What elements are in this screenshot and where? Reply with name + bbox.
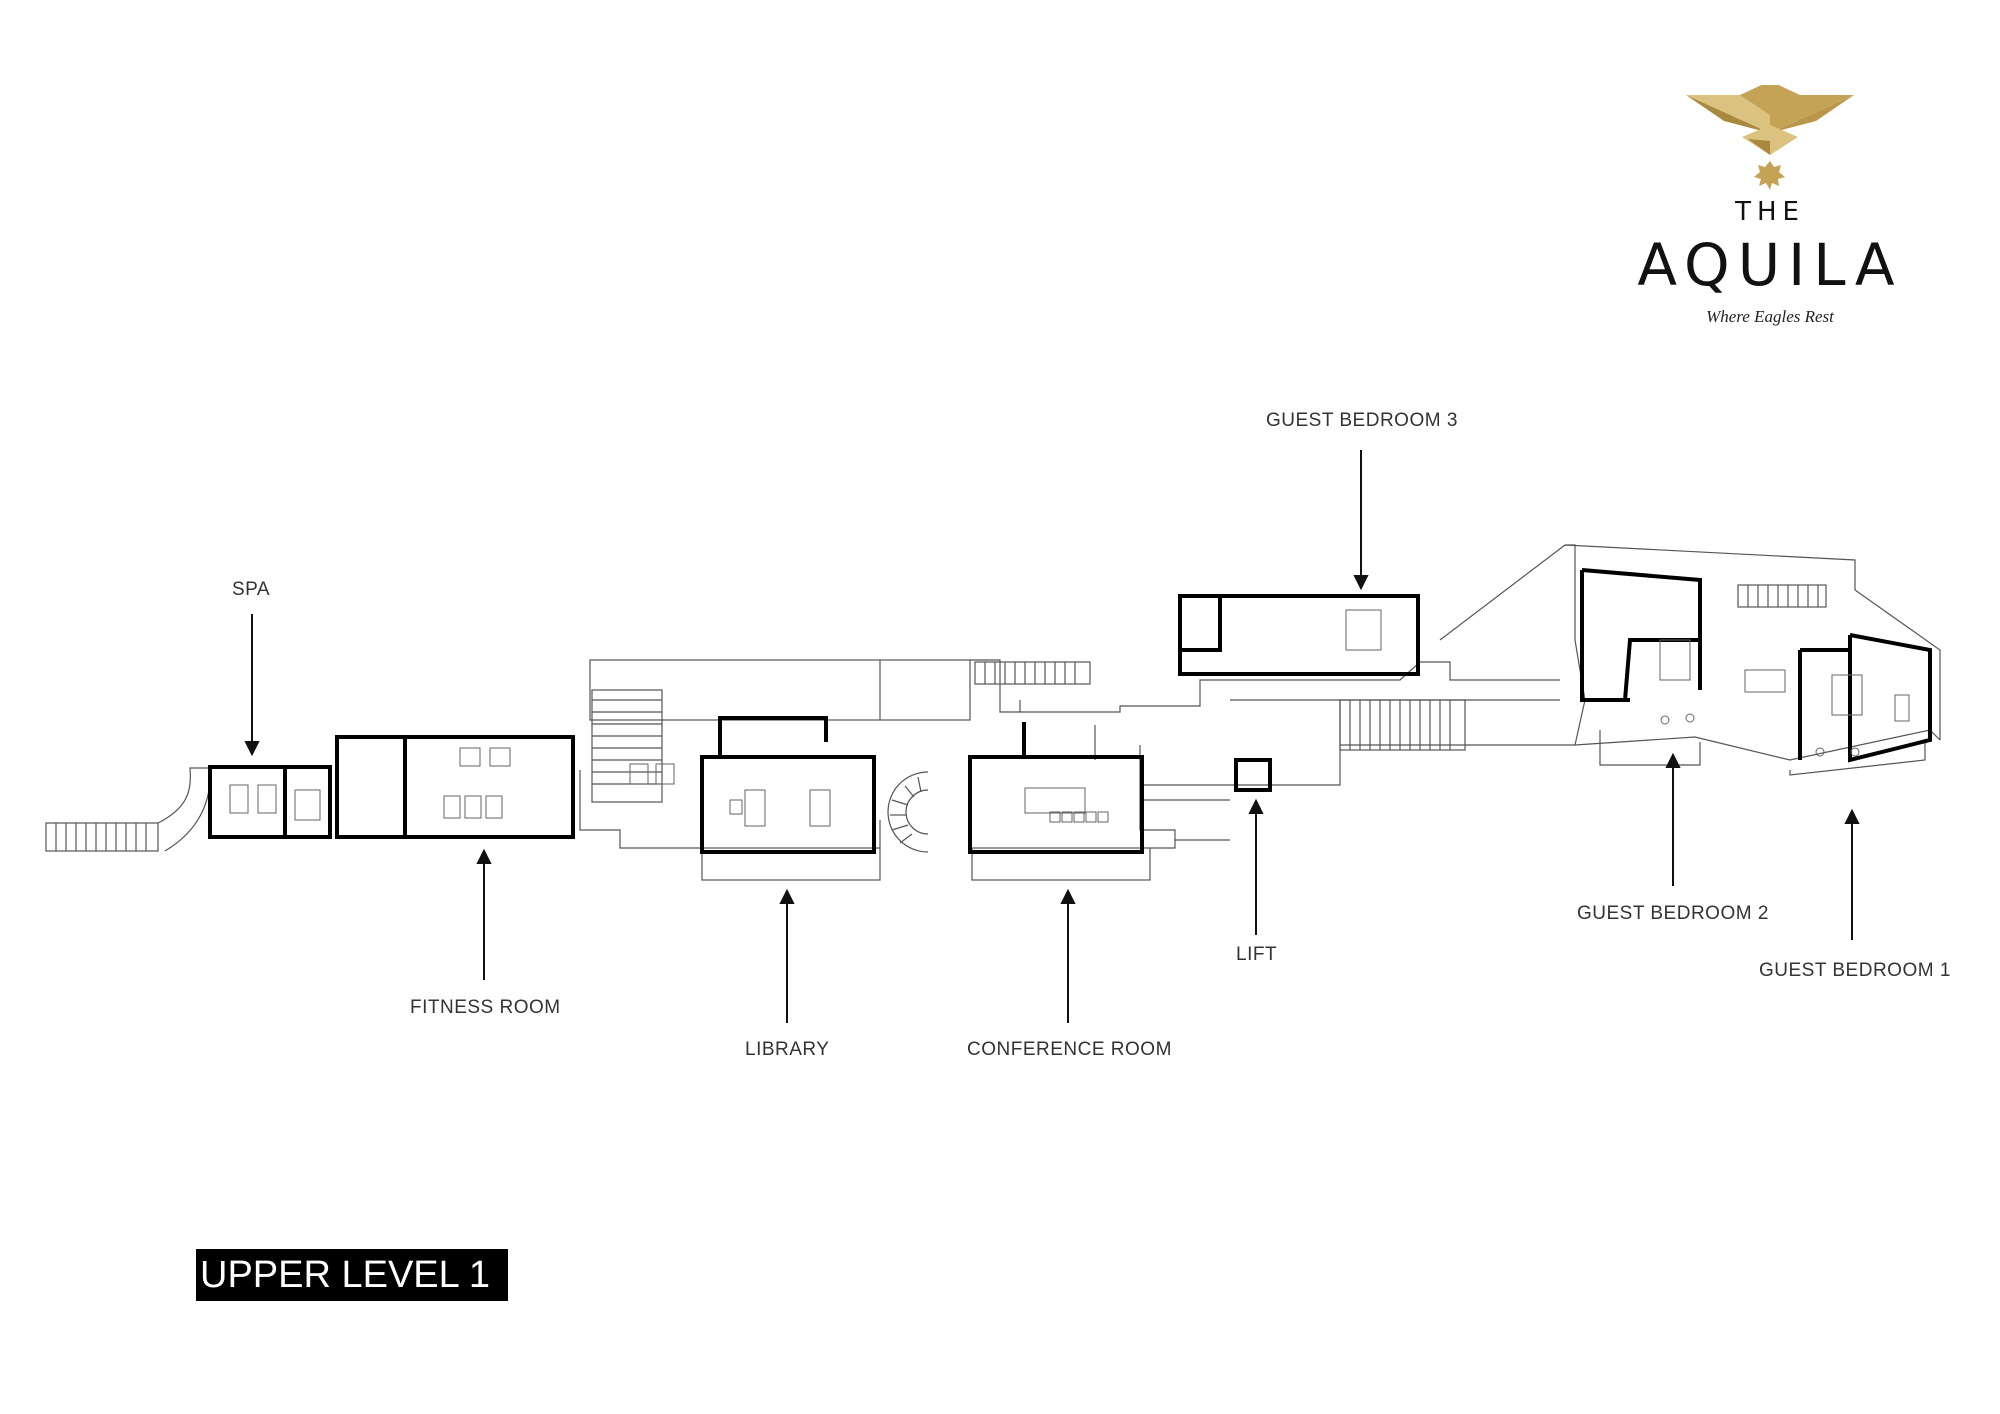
spa-entry-steps (45, 767, 211, 852)
terrace-stairs-center (974, 661, 1091, 685)
bedroom-wing-stairs-top (1737, 584, 1827, 608)
spiral-staircase (887, 771, 929, 853)
label-guest-bedroom-2: GUEST BEDROOM 2 (1577, 903, 1769, 924)
arrow-guest-bedroom-2 (1665, 752, 1681, 886)
label-lift: LIFT (1236, 944, 1278, 965)
arrow-fitness-room (476, 848, 492, 980)
brand-prefix: THE (1735, 197, 1805, 227)
arrow-guest-bedroom-1 (1844, 808, 1860, 940)
label-guest-bedroom-3: GUEST BEDROOM 3 (1266, 410, 1458, 431)
fitness-room-walls (335, 735, 575, 839)
arrow-library (779, 888, 795, 1023)
terrace-stairs-right (1339, 699, 1466, 751)
level-title-badge: UPPER LEVEL 1 (196, 1249, 508, 1301)
arrow-guest-bedroom-3 (1353, 450, 1369, 591)
label-guest-bedroom-1: GUEST BEDROOM 1 (1759, 960, 1951, 981)
label-library: LIBRARY (745, 1039, 830, 1060)
guest-bedroom-3-walls (1178, 594, 1420, 676)
brand-tagline: Where Eagles Rest (1706, 307, 1834, 326)
arrow-spa (244, 614, 260, 757)
label-conference-room: CONFERENCE ROOM (967, 1039, 1172, 1060)
brand-name: AQUILA (1637, 231, 1903, 299)
label-spa: SPA (232, 579, 271, 600)
arrow-conference-room (1060, 888, 1076, 1023)
lift-walls[interactable] (1234, 758, 1272, 792)
library-stairs (591, 689, 663, 803)
library-walls (700, 755, 876, 854)
conference-room-walls (968, 755, 1144, 854)
arrow-lift (1248, 798, 1264, 935)
label-fitness-room: FITNESS ROOM (410, 997, 561, 1018)
eagle-emblem-icon (1686, 85, 1854, 190)
brand-logo: THE AQUILA Where Eagles Rest (1620, 85, 1920, 345)
spa-walls (208, 765, 332, 839)
